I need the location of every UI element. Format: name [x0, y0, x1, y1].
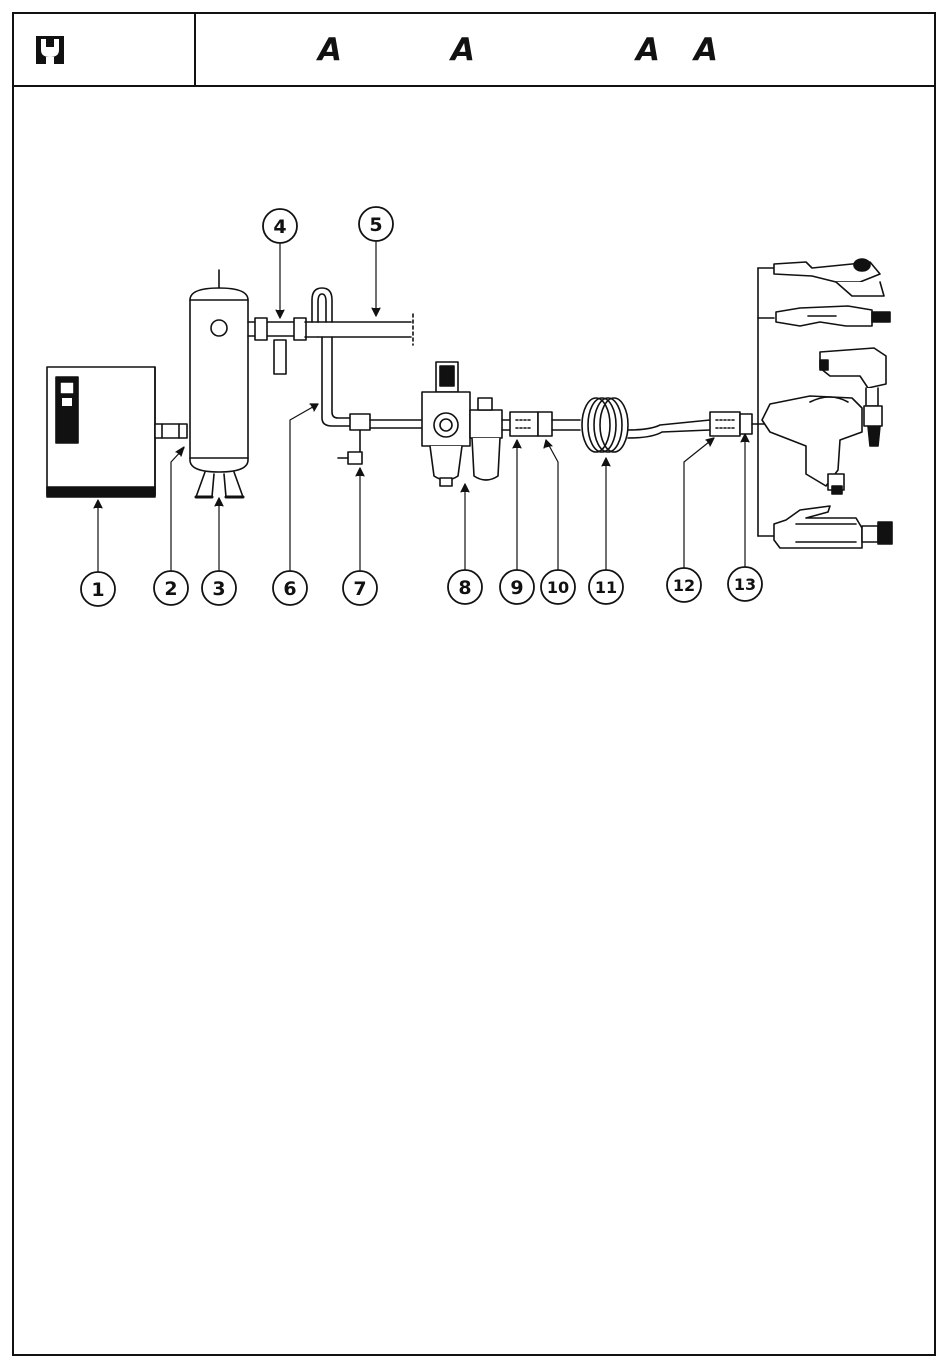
callout-10-label: 10	[547, 578, 569, 597]
callout-8-label: 8	[458, 577, 471, 599]
sander-tool-icon	[774, 259, 884, 296]
callout-6-label: 6	[283, 578, 296, 600]
tee-fitting-4	[248, 318, 306, 374]
callout-13-label: 13	[734, 575, 756, 594]
coiled-hose-11	[582, 398, 710, 452]
plug-13	[740, 414, 764, 434]
callout-4-label: 4	[273, 216, 286, 238]
callout-7-label: 7	[353, 578, 366, 600]
hose-fitting-10	[538, 412, 580, 436]
callout-1-label: 1	[91, 579, 104, 601]
callout-3-label: 3	[212, 578, 225, 600]
callout-5-label: 5	[369, 214, 382, 236]
drain-valve-7	[338, 414, 422, 464]
callout-2-label: 2	[164, 578, 177, 600]
callout-12-label: 12	[673, 576, 695, 595]
tool-bracket	[758, 268, 774, 536]
quick-coupler-9	[502, 412, 538, 436]
screwdriver-tool-icon	[776, 306, 890, 326]
impact-wrench-tool-icon	[762, 396, 862, 494]
compressor-illustration	[47, 367, 187, 497]
callout-11-label: 11	[595, 578, 617, 597]
grinder-tool-icon	[774, 506, 892, 548]
air-receiver-tank	[190, 270, 248, 497]
quick-coupler-12	[710, 412, 740, 436]
callout-9-label: 9	[510, 577, 523, 599]
filter-regulator-lubricator	[422, 362, 502, 486]
